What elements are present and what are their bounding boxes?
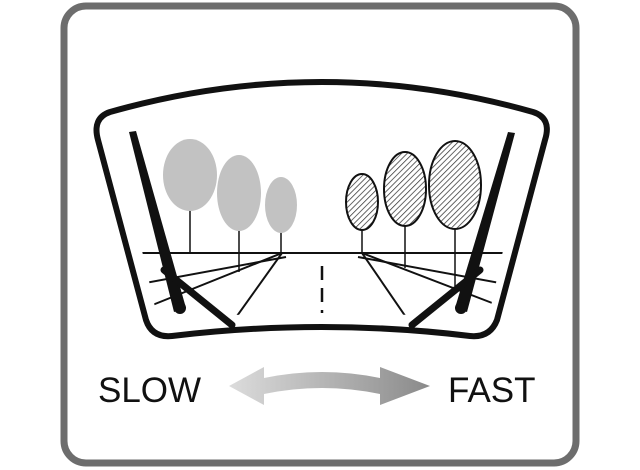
wiper-left-icon xyxy=(129,131,236,329)
wiper-right-icon xyxy=(408,132,515,329)
double-arrow-icon xyxy=(229,367,430,405)
slow-label: SLOW xyxy=(98,371,201,410)
windshield-icon xyxy=(93,79,550,340)
solid-trees-icon xyxy=(163,139,297,272)
fast-label: FAST xyxy=(448,371,536,410)
hatched-trees-icon xyxy=(345,140,482,286)
